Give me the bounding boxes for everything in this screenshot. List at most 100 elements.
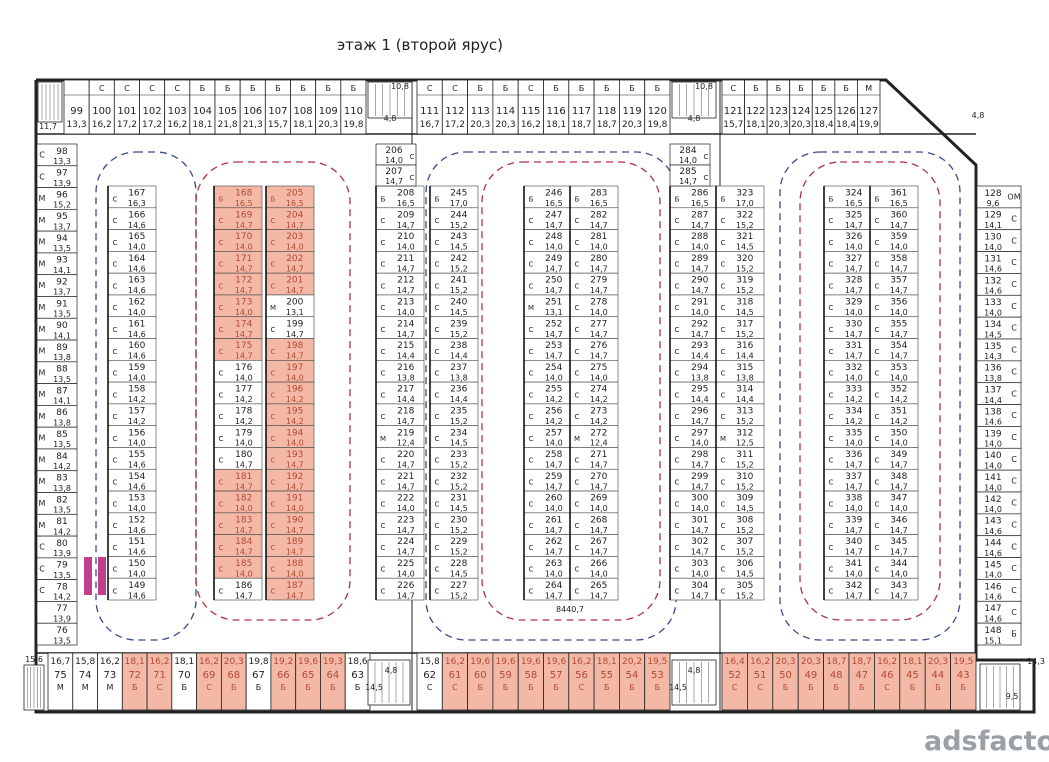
space-type: Б [351,84,357,93]
space-area: 14,7 [235,221,253,230]
space-type: С [575,457,580,465]
dimension-label: 10,8 [695,82,713,91]
space-number: 322 [736,210,753,220]
right-space [976,622,1022,646]
space-type: С [721,457,726,465]
route-loop [195,161,351,621]
space-area: 14,7 [691,482,709,491]
space-area: 15,2 [450,461,468,470]
space-type: С [675,566,680,574]
space-number: 93 [56,256,67,266]
space-type: С [174,84,180,93]
space-number: 242 [450,254,467,264]
top-space [467,79,494,135]
space-area: 15,2 [736,461,754,470]
space-number: 267 [590,537,607,547]
space-type: Б [821,84,827,93]
space-number: 219 [397,428,414,438]
space-area: 14,7 [286,461,304,470]
space-area: 18,1 [293,120,313,130]
space-type: С [575,326,580,334]
space-number: 337 [845,472,862,482]
space-area: 20,3 [318,120,338,130]
space-number: 153 [128,494,145,504]
space-number: 148 [984,626,1001,636]
space-area: 15,2 [450,221,468,230]
space-area: 14,7 [590,286,608,295]
space-number: 46 [881,670,894,681]
space-type: С [875,457,880,465]
space-area: 15,2 [450,482,468,491]
space-area: 14,2 [590,417,608,426]
space-number: 222 [397,494,414,504]
space-area: 14,0 [984,505,1002,514]
space-type: С [206,683,212,692]
space-type: С [829,370,834,378]
space-type: С [219,566,224,574]
space-number: 171 [235,254,252,264]
space-number: 96 [56,190,68,200]
space-type: С [271,348,276,356]
space-area: 14,0 [590,504,608,513]
space-area: 14,3 [984,352,1002,361]
space-number: 355 [890,319,907,329]
space-number: 73 [104,670,117,681]
space-number: 150 [128,559,145,569]
space-area: 12,5 [736,439,754,448]
space-type: Б [381,195,386,203]
space-area: 14,1 [53,331,71,340]
space-type: М [528,304,534,312]
space-type: С [113,195,118,203]
space-number: 246 [545,189,562,199]
space-area: 14,7 [397,286,415,295]
space-type: С [730,84,736,93]
space-area: 14,0 [984,308,1002,317]
space-area: 16,4 [725,657,745,667]
space-number: 280 [590,254,607,264]
space-number: 254 [545,363,562,373]
space-number: 265 [590,581,607,591]
space-type: С [113,479,118,487]
space-type: Б [859,683,865,692]
space-area: 14,7 [286,352,304,361]
bottom-space [171,652,198,711]
space-number: 284 [679,146,696,156]
space-number: 87 [56,386,67,396]
space-number: 202 [286,254,303,264]
space-area: 18,1 [125,657,145,667]
space-number: 271 [590,450,607,460]
space-number: 329 [845,298,862,308]
space-type: С [529,457,534,465]
space-type: С [529,391,534,399]
space-area: 14,7 [691,526,709,535]
space-type: С [675,348,680,356]
space-number: 169 [235,210,252,220]
space-area: 14,2 [845,417,863,426]
space-number: 323 [736,189,753,199]
space-number: 52 [728,670,741,681]
space-area: 13,5 [53,506,71,515]
space-number: 296 [691,406,708,416]
space-number: 44 [932,670,945,681]
space-type: С [271,239,276,247]
space-type: Б [553,84,559,93]
route-marker [98,557,106,595]
space-number: 162 [128,298,145,308]
space-area: 14,6 [128,461,146,470]
space-area: 13,8 [53,418,71,427]
space-number: 56 [575,670,588,681]
space-area: 13,5 [53,375,71,384]
space-area: 14,0 [545,243,563,252]
space-type: С [219,544,224,552]
space-area: 15,2 [450,286,468,295]
space-area: 14,7 [545,461,563,470]
space-number: 140 [984,451,1001,461]
space-area: 14,2 [545,395,563,404]
space-number: 313 [736,406,753,416]
space-type: С [435,304,440,312]
space-number: 174 [235,319,252,329]
space-area: 20,3 [775,657,795,667]
space-number: 98 [56,147,68,157]
space-area: 13,8 [53,484,71,493]
space-number: 332 [845,363,862,373]
